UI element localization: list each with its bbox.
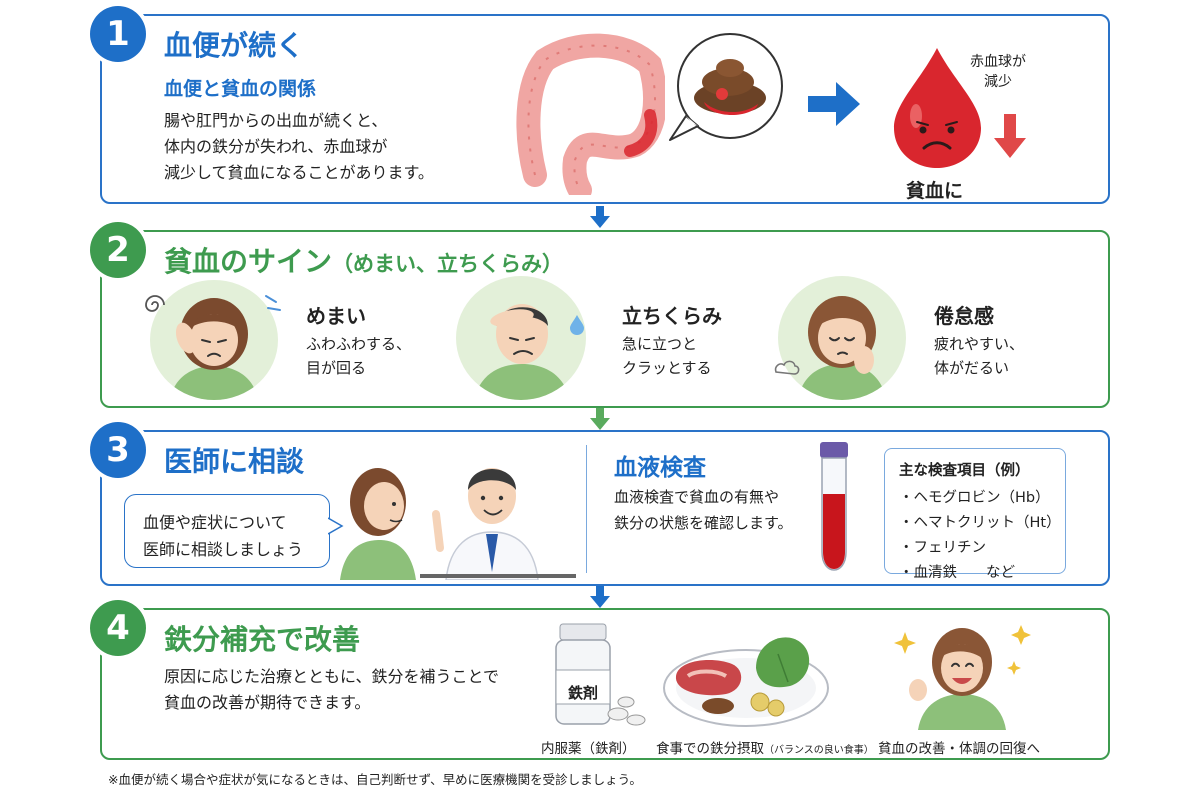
sweat-lines-icon (265, 295, 281, 311)
lightheaded-man-icon (474, 304, 570, 400)
step3-title: 医師に相談 (164, 445, 305, 478)
blood-test-tube-icon (820, 442, 848, 571)
connector-arrow-1 (590, 206, 610, 228)
arrow-down-icon (590, 206, 610, 228)
step2-number-badge: 2 (90, 222, 146, 278)
iron-food-plate-icon (663, 637, 829, 727)
connector-arrow-3 (590, 586, 610, 608)
test-item: ・血清鉄 など (899, 565, 1015, 581)
sign-fatigue-desc: 疲れやすい、 体がだるい (934, 335, 1025, 377)
consult-speech-bubble: 血便や症状について 医師に相談しましょう (124, 494, 330, 568)
tired-woman-icon (798, 296, 886, 400)
sign-fatigue-title: 倦怠感 (934, 304, 994, 328)
step1-body: 腸や肛門からの出血が続くと、 体内の鉄分が失われ、赤血球が 減少して貧血になるこ… (164, 111, 434, 182)
sign-dizziness-title: めまい (306, 304, 366, 328)
sweat-drop-icon (570, 315, 584, 335)
caption-food: 食事での鉄分摂取（バランスの良い食事） (656, 741, 874, 757)
step3-number-badge: 3 (90, 422, 146, 478)
arrow-down-icon (590, 408, 610, 430)
dizzy-woman-icon (170, 298, 258, 400)
sigh-puff-icon (774, 360, 800, 375)
connector-arrow-2 (590, 408, 610, 430)
step4-body: 原因に応じた治療とともに、鉄分を補うことで 貧血の改善が期待できます。 (164, 667, 500, 712)
test-item: ・ヘモグロビン（Hb） (899, 490, 1050, 506)
step3-divider (586, 445, 587, 573)
bottle-label: 鉄剤 (567, 684, 598, 702)
step1-title: 血便が続く (164, 29, 305, 62)
step4-title: 鉄分補充で改善 (164, 623, 361, 656)
step1-number-badge: 1 (90, 6, 146, 62)
caption-recovery: 貧血の改善・体調の回復へ (878, 741, 1040, 757)
step2-title: 貧血のサイン（めまい、立ちくらみ） (164, 245, 564, 278)
anemia-result-label: 貧血に (906, 180, 964, 202)
test-items-box: 主な検査項目（例） ・ヘモグロビン（Hb） ・ヘマトクリット（Ht） ・フェリチ… (884, 448, 1066, 581)
step4-number-badge: 4 (90, 600, 146, 656)
sign-dizziness-desc: ふわふわする、 目が回る (306, 335, 412, 377)
test-items-header: 主な検査項目（例） (899, 463, 1030, 479)
arrow-right-icon (808, 82, 860, 126)
blood-test-title: 血液検査 (614, 455, 706, 481)
arrow-down-red-icon (994, 114, 1026, 158)
sign-lightheaded-title: 立ちくらみ (622, 304, 722, 328)
bubble-tail-icon (328, 517, 344, 535)
sign-lightheaded-desc: 急に立つと クラッとする (622, 335, 712, 377)
doctor-consultation-illustration (340, 468, 576, 580)
iron-pill-bottle-icon (555, 623, 646, 726)
caption-medicine: 内服薬（鉄剤） (541, 741, 636, 757)
lightheaded-illustration (456, 276, 586, 400)
test-item: ・フェリチン (899, 540, 986, 556)
sad-blood-drop-icon (894, 48, 981, 168)
stool-blood-bubble-icon (669, 33, 783, 141)
step1-subtitle: 血便と貧血の関係 (164, 78, 317, 100)
colon-illustration (516, 33, 665, 195)
arrow-down-icon (590, 586, 610, 608)
dizziness-illustration (150, 280, 278, 400)
test-item: ・ヘマトクリット（Ht） (899, 515, 1061, 531)
footnote: ※血便が続く場合や症状が気になるときは、自己判断せず、早めに医療機関を受診しまし… (108, 772, 642, 787)
spiral-dizzy-icon (145, 295, 165, 312)
fatigue-illustration (778, 276, 906, 400)
recovered-woman-illustration (894, 625, 1031, 730)
blood-test-body: 血液検査で貧血の有無や 鉄分の状態を確認します。 (614, 488, 793, 532)
rbc-decrease-label: 赤血球が 減少 (970, 54, 1026, 90)
